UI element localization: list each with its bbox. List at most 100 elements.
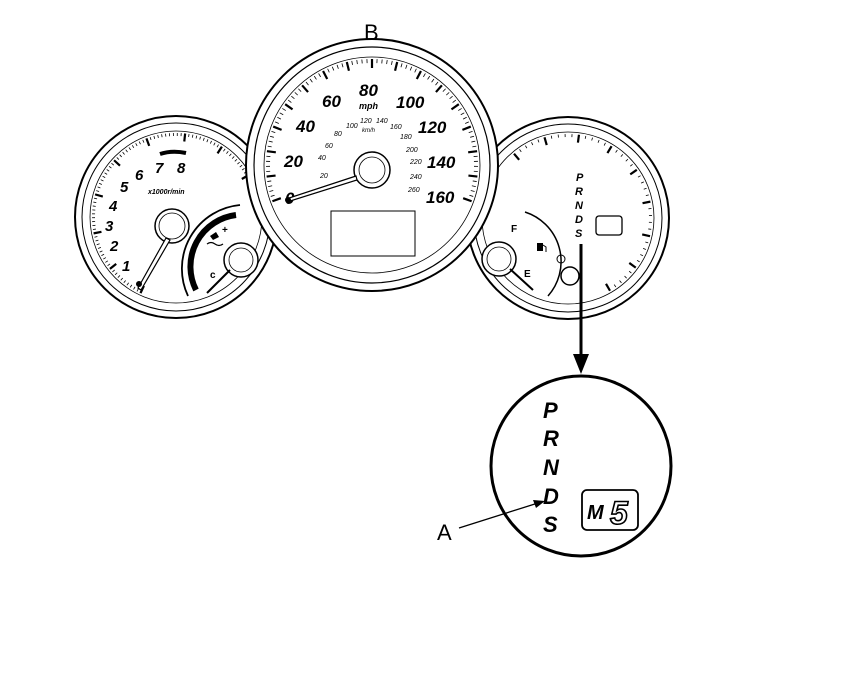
trip-reset-knob[interactable] <box>560 266 580 286</box>
small-gear-r: R <box>575 186 583 198</box>
major-tick <box>322 70 329 80</box>
zoom-gear-p: P <box>543 398 558 423</box>
major-tick <box>145 137 151 147</box>
minor-tick <box>234 158 238 162</box>
temp-hot-label: + <box>222 225 228 236</box>
tach-label-5: 5 <box>120 179 129 196</box>
minor-tick <box>449 95 453 100</box>
minor-tick <box>294 92 298 96</box>
minor-tick <box>112 269 115 273</box>
mph-label-140: 140 <box>427 153 456 172</box>
major-tick <box>642 200 651 205</box>
major-tick <box>301 84 309 93</box>
minor-tick <box>95 239 99 242</box>
minor-tick <box>107 263 111 267</box>
minor-tick <box>126 282 130 286</box>
minor-tick <box>136 288 139 292</box>
gear-number-label: 5 <box>610 495 629 531</box>
small-gear-n: N <box>575 200 584 212</box>
minor-tick <box>386 60 388 65</box>
major-tick <box>606 145 613 154</box>
minor-tick <box>470 190 475 192</box>
kmh-label-160: 160 <box>390 124 402 131</box>
major-tick <box>94 193 104 198</box>
minor-tick <box>287 99 292 103</box>
minor-tick <box>645 241 649 244</box>
minor-tick <box>108 165 112 169</box>
minor-tick <box>471 185 476 187</box>
minor-tick <box>122 151 125 155</box>
minor-tick <box>305 81 309 86</box>
major-tick <box>543 137 548 146</box>
minor-tick <box>157 134 159 139</box>
minor-tick <box>291 95 295 100</box>
minor-tick <box>469 194 474 197</box>
minor-tick <box>271 130 276 134</box>
minor-tick <box>275 121 279 124</box>
zoom-gear-d: D <box>543 484 559 509</box>
kmh-label-120: 120 <box>360 118 372 125</box>
minor-tick <box>472 145 477 148</box>
major-tick <box>450 103 460 111</box>
kmh-label-20: 20 <box>319 173 328 180</box>
minor-tick <box>630 163 633 167</box>
mph-label-160: 160 <box>426 188 455 207</box>
gear-number-display <box>581 489 639 531</box>
minor-tick <box>206 139 209 143</box>
kmh-label-220: 220 <box>409 159 422 166</box>
kmh-label-260: 260 <box>407 187 420 194</box>
minor-tick <box>471 140 476 143</box>
minor-tick <box>119 154 122 158</box>
minor-tick <box>102 175 106 179</box>
temp-cold-label: c <box>210 270 216 281</box>
minor-tick <box>106 169 110 172</box>
minor-tick <box>226 151 229 154</box>
minor-tick <box>327 68 330 73</box>
major-tick <box>462 197 472 203</box>
mph-unit: mph <box>359 101 379 111</box>
minor-tick <box>161 134 163 138</box>
minor-tick <box>597 139 600 143</box>
zoom-arrow <box>573 244 589 374</box>
mph-label-120: 120 <box>418 118 447 137</box>
small-gear-s: S <box>575 228 583 240</box>
fuel-gear-gauge: P R N D S F E <box>466 116 670 320</box>
minor-tick <box>356 60 358 65</box>
fuel-empty-label: E <box>524 269 531 280</box>
minor-tick <box>613 284 617 288</box>
minor-tick <box>462 116 467 120</box>
minor-tick <box>625 158 629 162</box>
callout-a: A <box>437 520 452 545</box>
minor-tick <box>94 197 98 200</box>
minor-tick <box>452 99 457 103</box>
major-tick <box>641 233 651 238</box>
major-tick <box>576 134 581 143</box>
mph-label-80: 80 <box>359 81 378 100</box>
major-tick <box>415 70 422 80</box>
minor-tick <box>93 201 97 203</box>
coolant-temp-icon <box>206 232 224 247</box>
major-tick <box>605 283 611 292</box>
major-tick <box>435 84 443 93</box>
callout-a-leader <box>458 500 545 529</box>
minor-tick <box>229 153 232 157</box>
minor-tick <box>331 66 335 71</box>
kmh-label-180: 180 <box>400 134 412 141</box>
minor-tick <box>537 139 540 143</box>
minor-tick <box>591 137 593 141</box>
minor-tick <box>336 64 339 69</box>
major-tick <box>272 125 282 131</box>
minor-tick <box>636 259 640 263</box>
minor-tick <box>195 135 198 139</box>
minor-tick <box>603 142 606 146</box>
minor-tick <box>298 88 302 92</box>
odometer-icon <box>556 254 566 264</box>
fuel-full-label: F <box>511 224 517 235</box>
minor-tick <box>624 275 627 279</box>
speedometer: 0 20 40 60 80 100 120 140 160 mph 20 40 … <box>245 38 499 292</box>
minor-tick <box>637 175 641 178</box>
gear-indicator-zoom: P R N D S M 5 <box>489 374 673 558</box>
minor-tick <box>458 108 462 111</box>
minor-tick <box>525 145 528 149</box>
